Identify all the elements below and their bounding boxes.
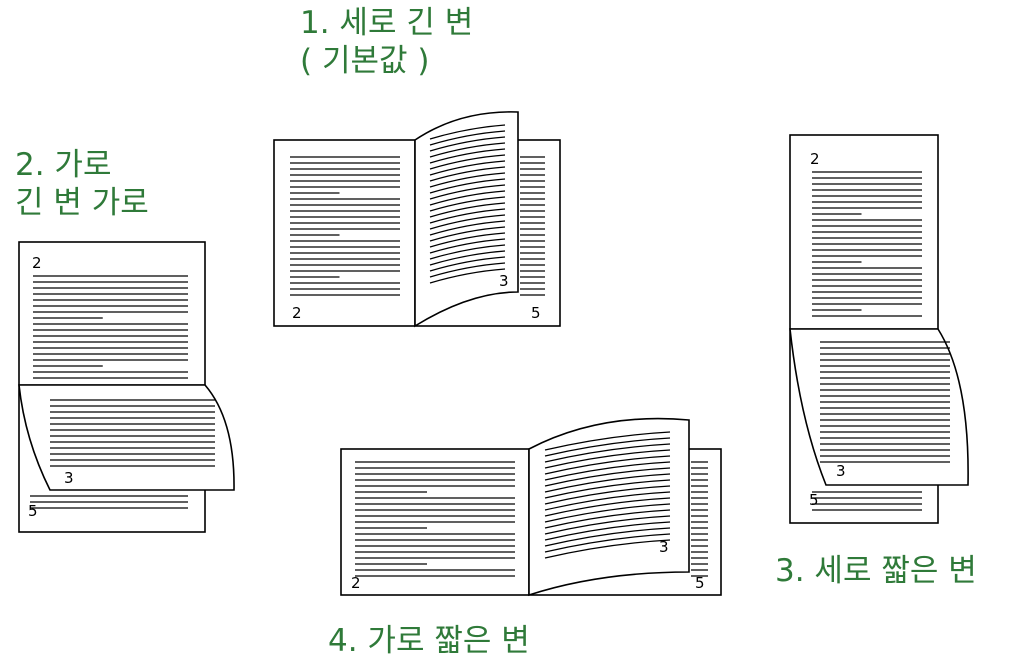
option-2-subtitle: 긴 변 가로 [15, 185, 149, 221]
opt1-turn-text-line [429, 124, 506, 140]
opt1-turn-text-line [429, 262, 506, 278]
opt4-page-turn-number: 3 [659, 538, 669, 556]
opt1-turn-text-line [429, 160, 506, 176]
opt4-turn-text-line [544, 449, 671, 469]
option-1-title: 1. 세로 긴 변 [300, 5, 474, 41]
opt4-turn-text-line [544, 479, 671, 499]
opt2-page-turn-number: 3 [64, 469, 74, 487]
opt1-turn-text-line [429, 178, 506, 194]
opt1-turn-text-line [429, 136, 506, 152]
option-1-illustration: 2 3 5 [273, 111, 561, 328]
opt1-turn-text-line [429, 154, 506, 170]
opt1-turn-text-line [429, 238, 506, 254]
opt4-turn-text-line [544, 503, 671, 523]
opt1-turn-text-line [429, 166, 506, 182]
opt4-turn-text-line [544, 473, 671, 493]
option-2-illustration: 2 3 5 [18, 241, 235, 533]
opt1-turn-text-line [429, 130, 506, 146]
opt1-turn-text-line [429, 214, 506, 230]
opt4-turn-text-line [544, 443, 671, 463]
opt2-page-bottom-number: 5 [28, 502, 38, 520]
opt1-turn-text-line [429, 184, 506, 200]
opt1-turn-text-line [429, 208, 506, 224]
opt2-turning-page [18, 384, 235, 491]
opt1-turn-text-line [429, 148, 506, 164]
opt1-turn-text-line [429, 196, 506, 212]
opt3-page-bottom-number: 5 [809, 491, 819, 509]
opt4-turn-text-line [544, 521, 671, 541]
option-2-title: 2. 가로 [15, 147, 112, 183]
option-3-illustration: 2 3 5 [789, 134, 969, 524]
option-3-label: 3. 세로 짧은 변 [775, 552, 977, 590]
opt1-turn-text-line [429, 256, 506, 272]
opt1-turn-text-line [429, 226, 506, 242]
opt1-turn-text-line [429, 244, 506, 260]
opt4-turn-text-line [544, 455, 671, 475]
opt4-turn-text-line [544, 539, 671, 559]
opt4-turn-text-line [544, 467, 671, 487]
opt4-turn-text-line [544, 485, 671, 505]
opt4-turn-text-line [544, 533, 671, 553]
opt1-page-right-number: 5 [531, 304, 541, 322]
opt1-turn-text-line [429, 268, 506, 284]
opt4-turning-page [528, 417, 690, 597]
opt1-turn-text-line [429, 220, 506, 236]
opt4-turn-text-line [544, 515, 671, 535]
opt3-page-turn-number: 3 [836, 462, 846, 480]
opt1-turn-text-line [429, 250, 506, 266]
opt2-page-top-number: 2 [32, 254, 42, 272]
option-4-title: 4. 가로 짧은 변 [328, 623, 530, 659]
opt4-page-left-number: 2 [351, 574, 361, 592]
option-4-illustration: 2 3 5 [340, 417, 722, 597]
opt4-page-right-number: 5 [695, 574, 705, 592]
opt3-page-top-number: 2 [810, 150, 820, 168]
opt1-turn-text-line [429, 232, 506, 248]
opt4-turn-text-line [544, 509, 671, 529]
opt1-turn-text-line [429, 172, 506, 188]
opt3-turning-page [789, 328, 969, 486]
opt1-turn-text-line [429, 142, 506, 158]
opt4-turn-text-line [544, 491, 671, 511]
opt4-turn-text-line [544, 461, 671, 481]
opt1-page-turn-number: 3 [499, 272, 509, 290]
option-1-subtitle: ( 기본값 ) [300, 43, 430, 79]
opt1-turn-text-line [429, 202, 506, 218]
opt4-turn-text-line [544, 431, 671, 451]
opt1-page-left-number: 2 [292, 304, 302, 322]
option-4-label: 4. 가로 짧은 변 [328, 622, 530, 660]
opt4-turn-text-line [544, 497, 671, 517]
opt4-turn-text-line [544, 437, 671, 457]
option-2-label: 2. 가로 긴 변 가로 [15, 146, 149, 222]
opt4-turn-text-line [544, 527, 671, 547]
option-1-label: 1. 세로 긴 변 ( 기본값 ) [300, 4, 473, 80]
option-3-title: 3. 세로 짧은 변 [775, 553, 977, 589]
opt1-turn-text-line [429, 190, 506, 206]
